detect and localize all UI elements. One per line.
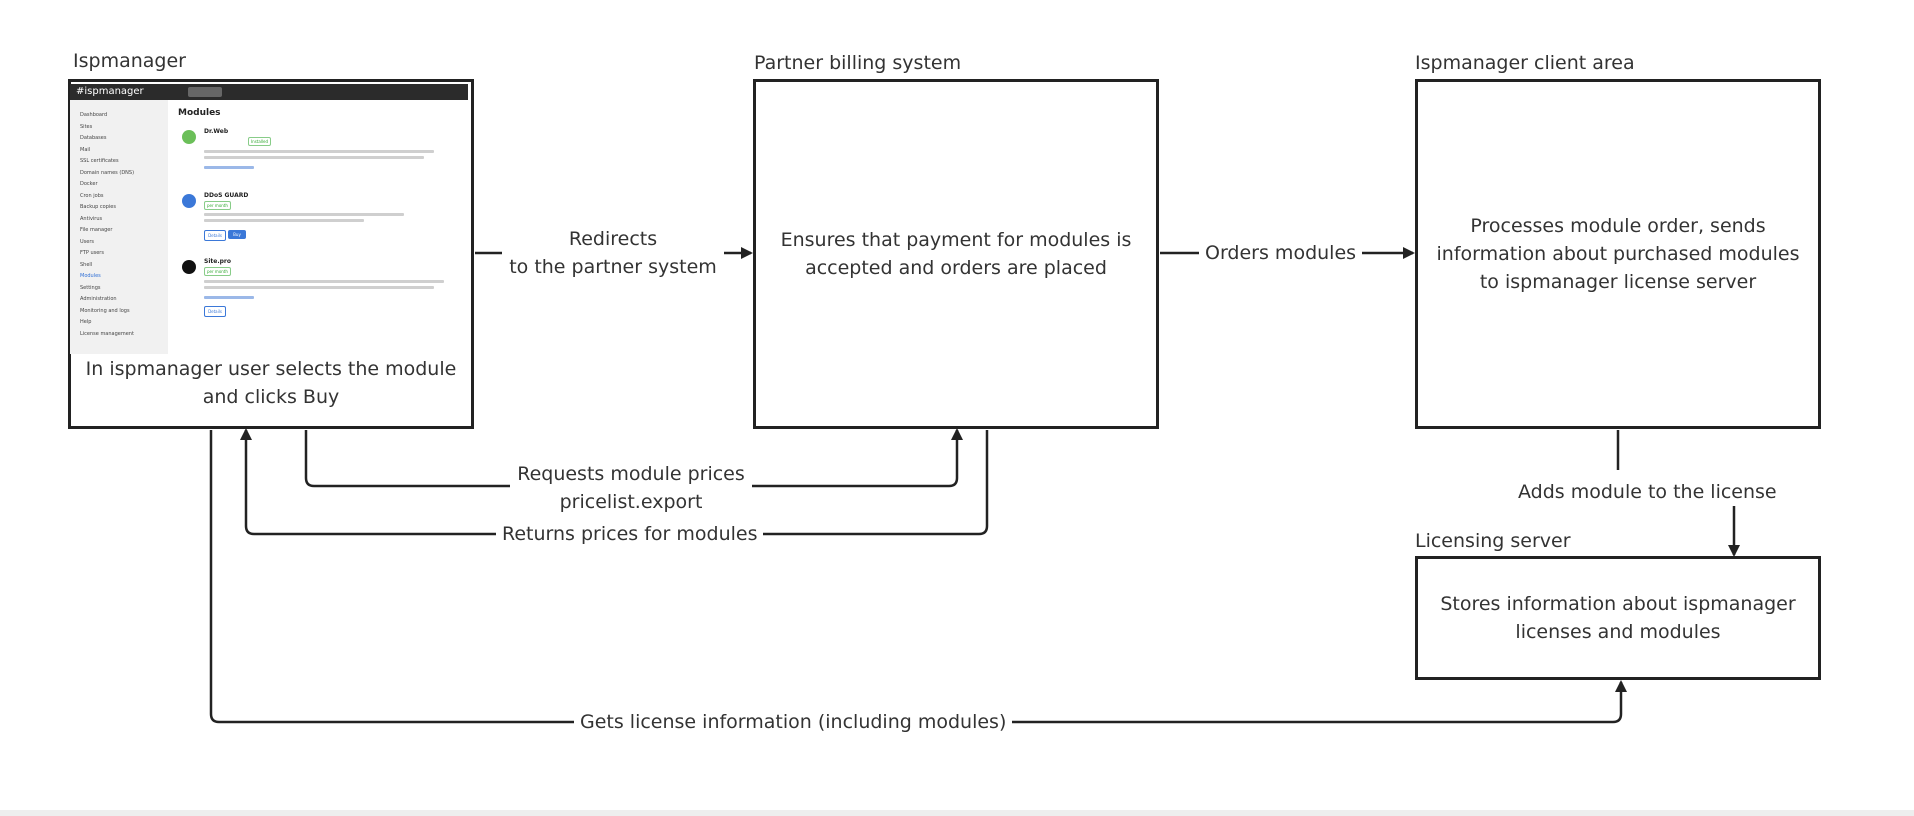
- screenshot-title: Modules: [178, 108, 221, 118]
- edge-adds-line: [1616, 430, 1734, 555]
- client-area-box-text: Processes module order, sends informatio…: [1436, 215, 1800, 293]
- licensing-box: [1415, 556, 1821, 680]
- group-label-client-area: Ispmanager client area: [1415, 52, 1635, 74]
- screenshot-sidebar-item[interactable]: Cron jobs: [80, 192, 104, 199]
- screenshot-sidebar-item[interactable]: Antivirus: [80, 215, 103, 222]
- edge-label-redirects: Redirects to the partner system: [502, 225, 724, 281]
- licensing-box-text: Stores information about ispmanager lice…: [1440, 593, 1796, 643]
- module-badge: per month: [204, 267, 231, 276]
- edge-label-adds: Adds module to the license: [1512, 478, 1783, 506]
- edge-label-gets-license: Gets license information (including modu…: [574, 708, 1013, 736]
- details-button[interactable]: Details: [204, 306, 226, 317]
- module-name: Dr.Web: [204, 128, 229, 135]
- screenshot-sidebar-item[interactable]: Sites: [80, 123, 93, 130]
- screenshot-sidebar-item[interactable]: Databases: [80, 135, 107, 141]
- ispmanager-box-text: In ispmanager user selects the module an…: [85, 358, 457, 408]
- screenshot-sidebar-item[interactable]: Mail: [80, 146, 91, 153]
- screenshot-sidebar-item[interactable]: Domain names (DNS): [80, 169, 135, 176]
- edge-gets-line: [209, 430, 1627, 724]
- screenshot-sidebar-item[interactable]: Help: [80, 319, 92, 325]
- screenshot-sidebar-item[interactable]: FTP users: [80, 250, 104, 256]
- screenshot-logo: #ispmanager: [76, 86, 144, 97]
- buy-button[interactable]: Buy: [228, 230, 246, 239]
- drweb-logo-icon: [182, 130, 196, 144]
- screenshot-sidebar-item[interactable]: Users: [80, 238, 95, 245]
- screenshot-sidebar-item[interactable]: Shell: [80, 261, 93, 268]
- details-button[interactable]: Details: [204, 230, 226, 241]
- shield-icon: [182, 194, 196, 208]
- edge-label-returns: Returns prices for modules: [496, 520, 764, 548]
- screenshot-main: Modules Dr.Web Installed DDoS GUARD per …: [174, 100, 468, 354]
- screenshot-sidebar-item[interactable]: License management: [80, 330, 134, 337]
- module-name: Site.pro: [204, 258, 231, 265]
- screenshot-sidebar-item[interactable]: File manager: [80, 227, 113, 233]
- billing-box: [753, 79, 1159, 429]
- screenshot-topbar: #ispmanager: [70, 84, 468, 100]
- screenshot-sidebar-item[interactable]: SSL certificates: [80, 158, 119, 164]
- screenshot-sidebar-item[interactable]: Administration: [80, 296, 117, 302]
- edge-label-requests: Requests module prices pricelist.export: [510, 460, 752, 516]
- screenshot-chip: [188, 87, 222, 97]
- sitepro-logo-icon: [182, 260, 196, 274]
- screenshot-sidebar-item[interactable]: Docker: [80, 181, 98, 187]
- group-label-billing: Partner billing system: [754, 52, 962, 74]
- group-label-licensing: Licensing server: [1415, 530, 1571, 552]
- group-label-ispmanager: Ispmanager: [73, 50, 186, 72]
- screenshot-sidebar-item[interactable]: Backup copies: [80, 204, 116, 210]
- edge-label-orders: Orders modules: [1199, 239, 1363, 267]
- module-badge: Installed: [248, 137, 272, 146]
- screenshot-sidebar-item[interactable]: Modules: [80, 273, 101, 279]
- screenshot-sidebar-item[interactable]: Monitoring and logs: [80, 307, 130, 314]
- module-name: DDoS GUARD: [204, 192, 249, 199]
- screenshot-sidebar-item[interactable]: Settings: [80, 284, 101, 291]
- module-badge: per month: [204, 201, 231, 210]
- client-area-box: [1415, 79, 1821, 429]
- screenshot-sidebar-item[interactable]: Dashboard: [80, 112, 108, 118]
- bottom-divider: [0, 810, 1914, 816]
- billing-box-text: Ensures that payment for modules is acce…: [780, 229, 1132, 279]
